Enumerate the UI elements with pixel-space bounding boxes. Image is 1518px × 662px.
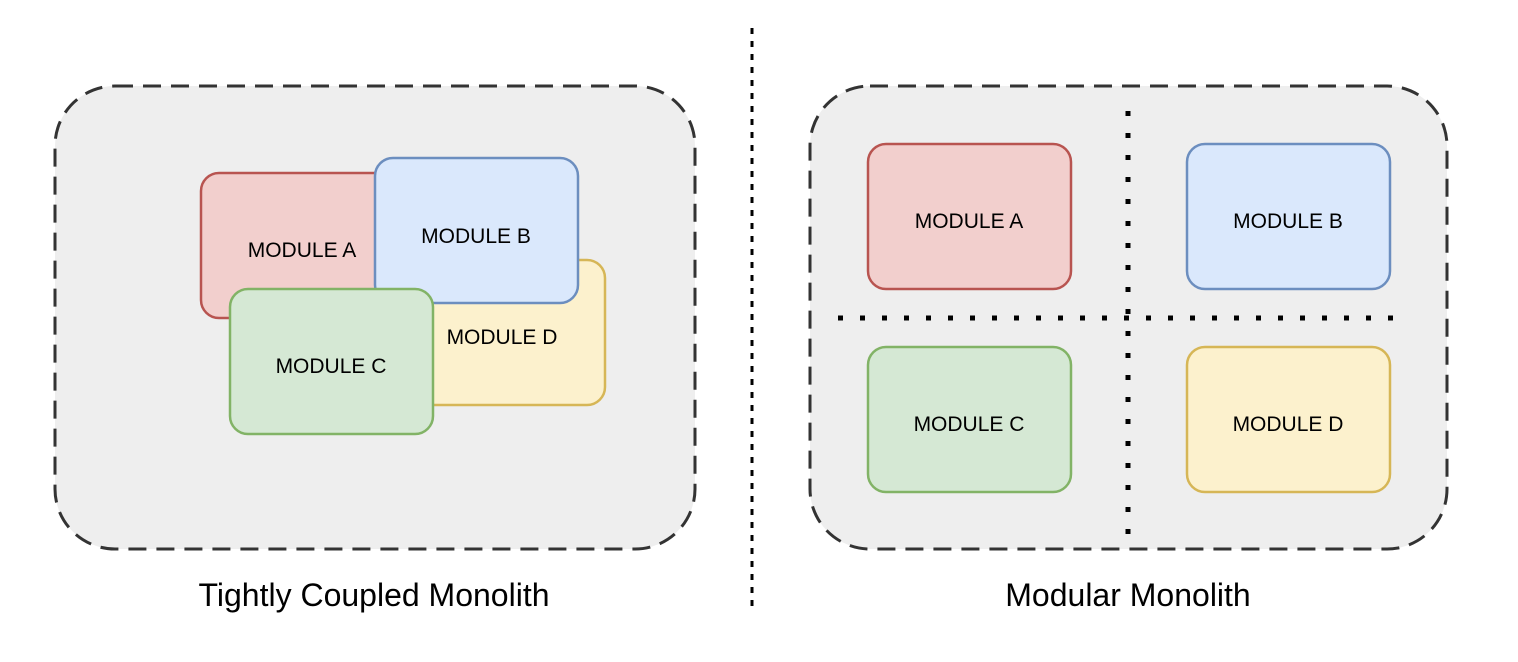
modular-panel: MODULE A MODULE B MODULE C MODULE D Modu… [808,84,1449,613]
left-module-c: MODULE C [228,287,435,436]
right-module-a-label: MODULE A [915,210,1024,233]
right-module-a: MODULE A [866,142,1073,291]
left-module-b-label: MODULE B [421,225,531,248]
right-module-c-label: MODULE C [914,413,1025,436]
left-module-d-label: MODULE D [447,326,558,349]
left-module-b: MODULE B [373,156,580,305]
right-module-d: MODULE D [1185,345,1392,494]
left-module-c-label: MODULE C [276,355,387,378]
right-module-b-label: MODULE B [1233,210,1343,233]
right-module-b: MODULE B [1185,142,1392,291]
right-caption: Modular Monolith [1005,577,1250,613]
tightly-coupled-panel: MODULE A MODULE D MODULE B MODULE C Tigh… [53,84,697,613]
left-caption: Tightly Coupled Monolith [199,577,550,613]
right-module-c: MODULE C [866,345,1073,494]
right-module-d-label: MODULE D [1233,413,1344,436]
left-module-a-label: MODULE A [248,239,357,262]
